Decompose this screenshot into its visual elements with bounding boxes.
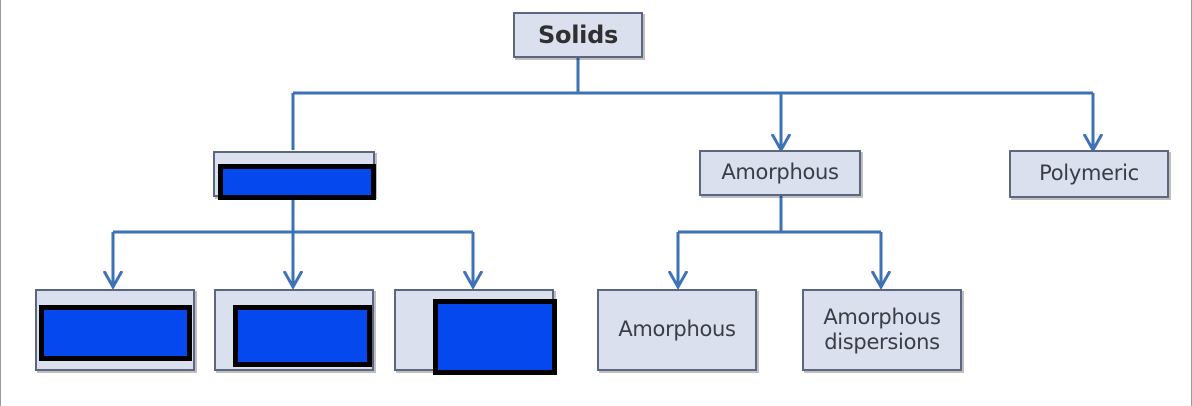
redaction-box-c3 [433,299,557,375]
redaction-box-crystalline [218,164,376,200]
node-amorphous-child-1: Amorphous [597,289,757,371]
node-solids-label: Solids [538,20,618,49]
node-solids: Solids [513,12,643,58]
node-amorphous: Amorphous [699,150,861,196]
node-amorphous-label: Amorphous [721,160,839,185]
redaction-box-c1 [39,305,192,361]
node-amorphous-dispersions: Amorphous dispersions [802,289,962,371]
node-a1-label: Amorphous [618,317,736,342]
node-polymeric-label: Polymeric [1039,161,1139,186]
node-a2-label-line2: dispersions [824,330,940,354]
node-polymeric: Polymeric [1009,150,1169,198]
node-a2-label-line1: Amorphous [823,304,941,329]
redaction-box-c2 [233,305,372,367]
